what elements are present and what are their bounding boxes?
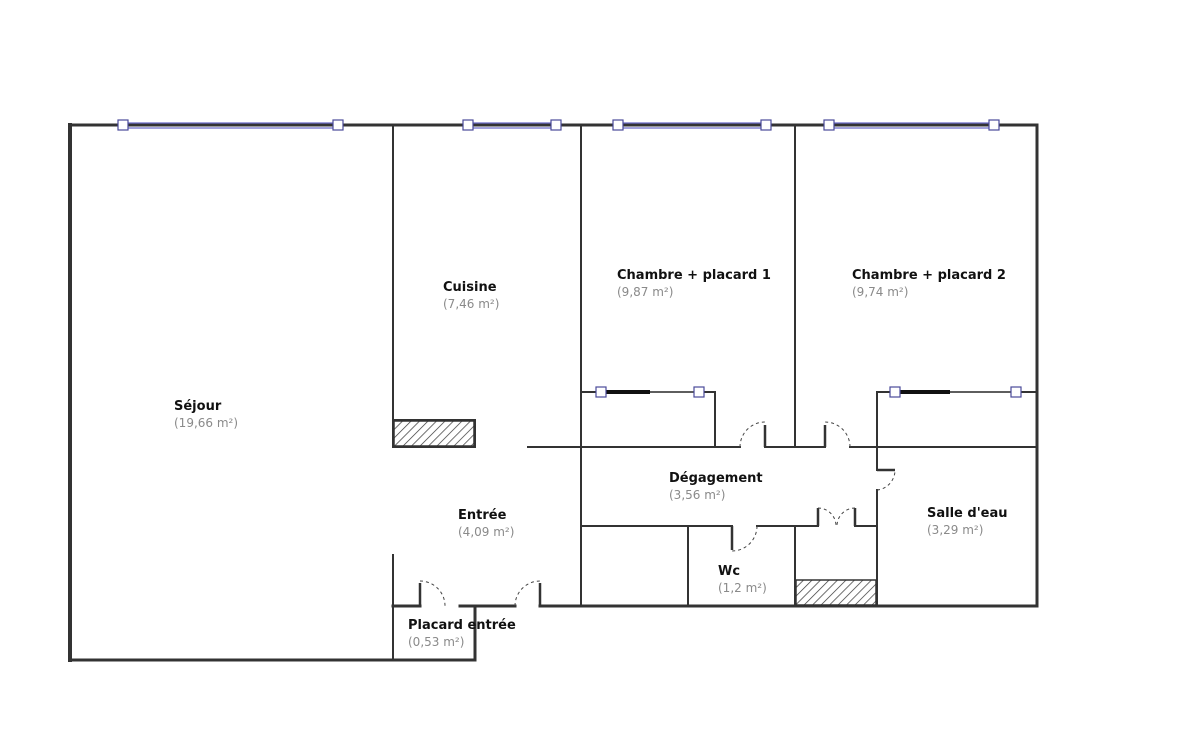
room-name-cuisine: Cuisine	[443, 280, 497, 295]
room-area-chambre-2: (9,74 m²)	[852, 285, 908, 299]
room-name-chambre-2: Chambre + placard 2	[852, 268, 1006, 283]
windows	[117, 119, 1000, 131]
room-name-sejour: Séjour	[174, 399, 222, 414]
room-area-chambre-1: (9,87 m²)	[617, 285, 673, 299]
room-name-placard-entree: Placard entrée	[408, 618, 516, 633]
door-chambre-1	[739, 421, 767, 448]
room-area-entree: (4,09 m²)	[458, 525, 514, 539]
room-name-chambre-1: Chambre + placard 1	[617, 268, 771, 283]
duct-kitchen	[393, 420, 475, 447]
room-area-degagement: (3,56 m²)	[669, 488, 725, 502]
duct-bathroom	[795, 579, 877, 606]
room-name-salle-eau: Salle d'eau	[927, 506, 1008, 521]
room-area-wc: (1,2 m²)	[718, 581, 767, 595]
door-placard-entree	[418, 580, 446, 607]
door-salle-eau	[876, 468, 896, 491]
door-wc	[730, 525, 758, 552]
room-name-degagement: Dégagement	[669, 471, 763, 486]
room-area-salle-eau: (3,29 m²)	[927, 523, 983, 537]
room-name-wc: Wc	[718, 564, 740, 579]
room-area-placard-entree: (0,53 m²)	[408, 635, 464, 649]
door-chambre-2	[823, 421, 851, 448]
room-area-cuisine: (7,46 m²)	[443, 297, 499, 311]
closet-doors	[595, 386, 1022, 398]
room-area-sejour: (19,66 m²)	[174, 416, 238, 430]
door-placard-degagement	[816, 507, 857, 527]
door-entrance	[514, 580, 542, 607]
room-name-entree: Entrée	[458, 508, 507, 523]
